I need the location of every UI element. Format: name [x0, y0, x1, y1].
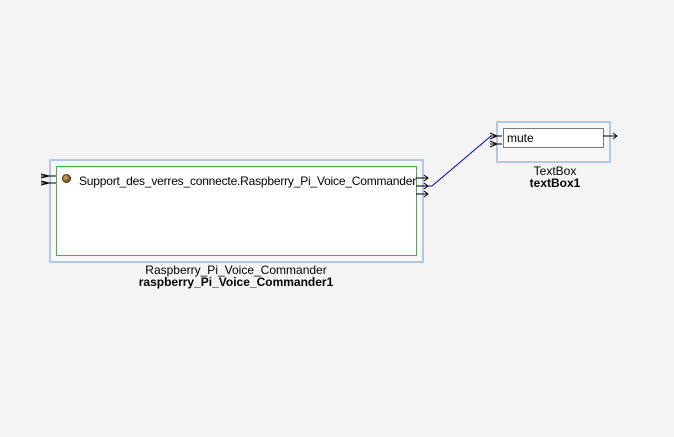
voice-commander-component[interactable]: Support_des_verres_connecte.Raspberry_Pi…	[49, 159, 424, 263]
voice-commander-instance-name[interactable]: raspberry_Pi_Voice_Commander1	[138, 275, 334, 289]
voice-commander-body[interactable]: Support_des_verres_connecte.Raspberry_Pi…	[56, 166, 417, 256]
textbox-component[interactable]	[496, 121, 611, 163]
wire-commander-to-textbox[interactable]	[428, 135, 501, 187]
textbox-type-label: TextBox	[533, 164, 577, 178]
textbox-instance-name[interactable]: textBox1	[529, 176, 581, 190]
textbox-value-input[interactable]	[503, 128, 604, 148]
voice-commander-label: Support_des_verres_connecte.Raspberry_Pi…	[79, 174, 416, 188]
component-bullet-icon	[62, 174, 71, 183]
voice-commander-type-label: Raspberry_Pi_Voice_Commander	[145, 263, 327, 277]
